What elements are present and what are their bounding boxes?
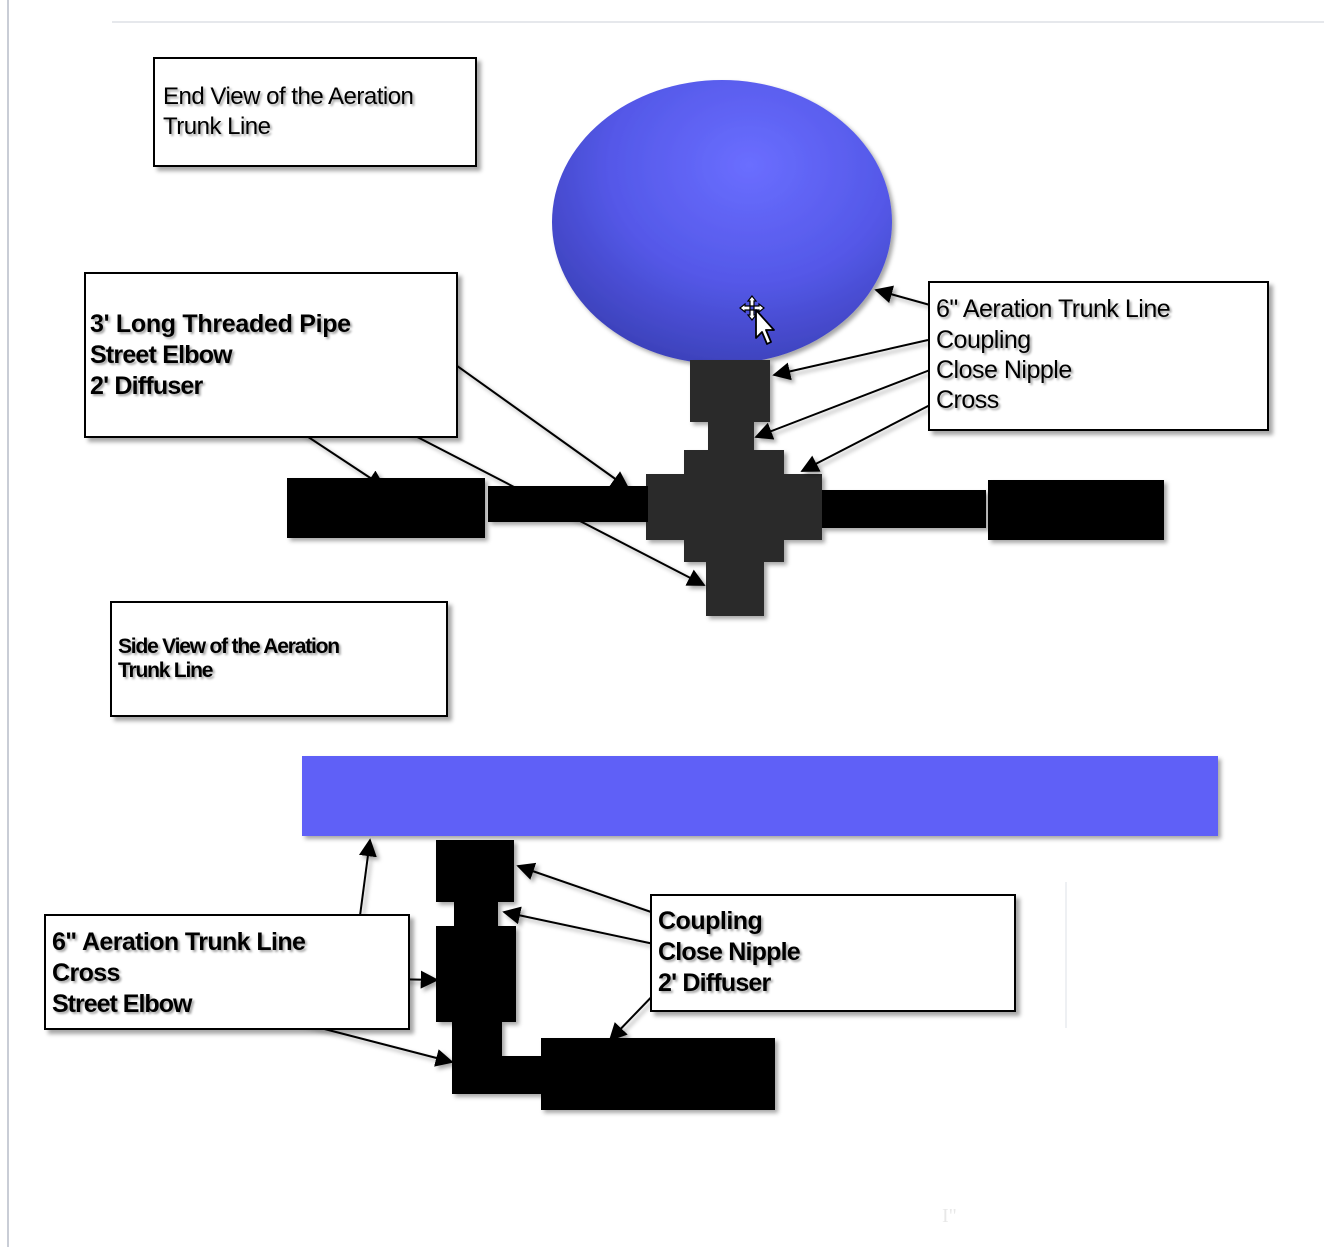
side-callout-close-nipple: Close Nipple (658, 938, 801, 966)
move-cursor-icon (739, 295, 775, 345)
arrow-cross (800, 404, 931, 472)
side-callout-street-elbow: Street Elbow (52, 990, 192, 1018)
end-view-title-line-2: Trunk Line (163, 113, 271, 140)
faint-artifact-glyph: I" (942, 1205, 957, 1227)
end-right-pipe (822, 490, 986, 528)
end-view-trunk-line (552, 80, 892, 364)
side-view-title-line-2: Trunk Line (118, 659, 213, 682)
end-view-right-callout: 6" Aeration Trunk Line Coupling Close Ni… (928, 281, 1269, 431)
side-coupling (436, 840, 514, 902)
side-diffuser (541, 1038, 775, 1110)
side-cross (436, 926, 516, 1022)
side-close-nipple (454, 900, 498, 930)
end-cross-horizontal (646, 474, 822, 540)
end-coupling (690, 360, 770, 422)
end-view-title-line-1: End View of the Aeration (163, 83, 414, 110)
end-callout-street-elbow: Street Elbow (90, 341, 233, 369)
end-left-pipe (488, 486, 648, 522)
end-callout-cross: Cross (936, 386, 999, 414)
end-callout-trunk-line: 6" Aeration Trunk Line (936, 295, 1171, 323)
side-view-left-callout (44, 914, 410, 1030)
end-left-diffuser (287, 478, 485, 538)
end-view-left-callout (84, 272, 458, 438)
side-callout-trunk-line: 6" Aeration Trunk Line (52, 928, 306, 956)
end-callout-threaded-pipe: 3' Long Threaded Pipe (90, 310, 351, 338)
side-view-fittings (436, 840, 775, 1110)
arrow-close-nipple (754, 369, 931, 440)
arrow-side-close-nipple (502, 906, 655, 945)
arrow-aeration-trunk (874, 285, 931, 306)
arrow-coupling (772, 339, 929, 381)
side-view-right-callout: Coupling Close Nipple 2' Diffuser (650, 894, 1016, 1012)
side-callout-diffuser: 2' Diffuser (658, 969, 771, 997)
arrow-side-coupling (516, 862, 655, 914)
end-view-fittings (287, 360, 1164, 616)
side-view-title-line-1: Side View of the Aeration (118, 635, 340, 658)
end-callout-close-nipple: Close Nipple (936, 356, 1072, 384)
end-close-nipple (708, 420, 754, 454)
side-callout-cross: Cross (52, 959, 120, 987)
end-view-title-box: End View of the Aeration Trunk Line (153, 57, 477, 167)
end-right-diffuser (988, 480, 1164, 540)
side-street-elbow-horizontal (452, 1056, 552, 1094)
end-street-elbow (706, 558, 764, 616)
side-view-trunk-line (302, 756, 1218, 836)
side-view-title-box: Side View of the Aeration Trunk Line (110, 601, 448, 717)
end-callout-diffuser: 2' Diffuser (90, 372, 203, 400)
end-callout-coupling: Coupling (936, 326, 1031, 354)
side-callout-coupling: Coupling (658, 907, 763, 935)
